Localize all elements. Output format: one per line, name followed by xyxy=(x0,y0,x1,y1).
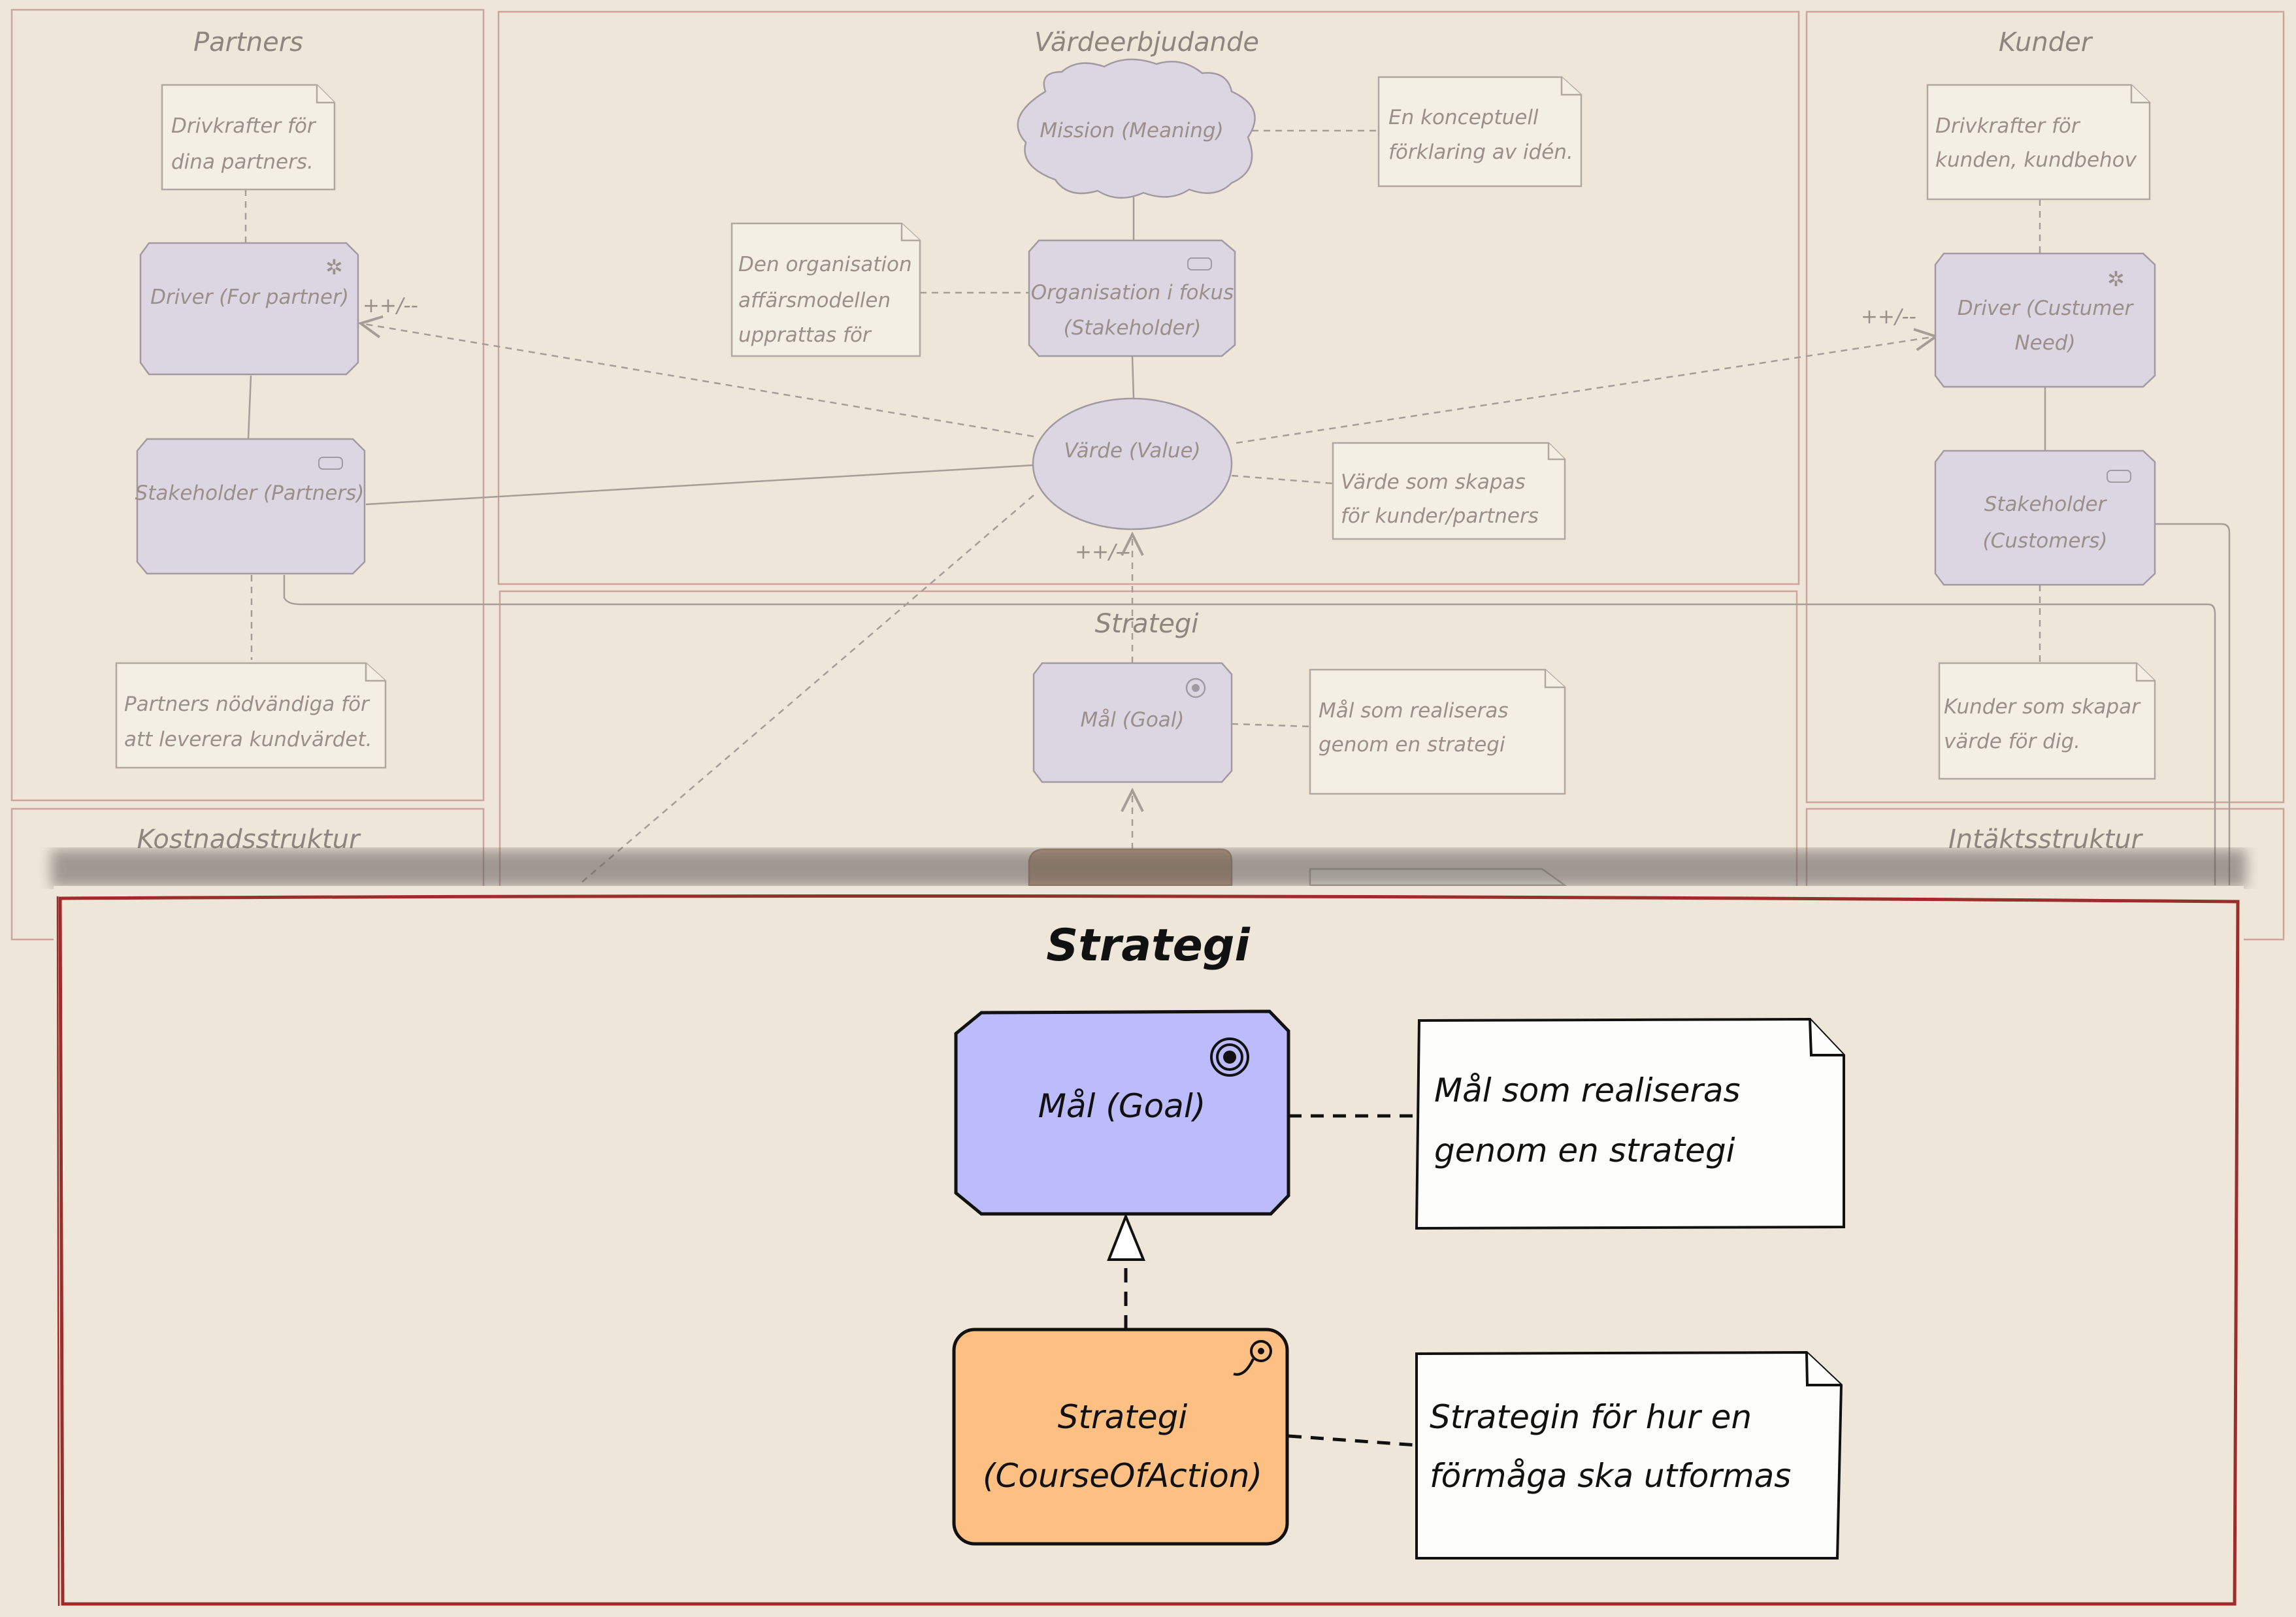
goal-icon xyxy=(1210,1037,1249,1077)
goal-note-line-1: Mål som realiseras xyxy=(1434,1071,1741,1109)
svg-text:dina partners.: dina partners. xyxy=(171,150,314,174)
lane-customers xyxy=(1805,10,2285,804)
strategy-element[interactable]: Strategi (CourseOfAction) xyxy=(952,1328,1289,1546)
svg-text:Värde som skapas: Värde som skapas xyxy=(1341,470,1526,494)
goal-small: Mål (Goal) xyxy=(1032,662,1233,783)
svg-text:En konceptuell: En konceptuell xyxy=(1388,106,1539,129)
lane-title-value-proposition: Värdeerbjudande xyxy=(1034,27,1259,57)
lane-value-proposition xyxy=(497,10,1800,585)
lane-title-strategy: Strategi xyxy=(1095,609,1199,639)
svg-text:Värde (Value): Värde (Value) xyxy=(1064,439,1200,463)
driver-icon: ✲ xyxy=(2107,267,2125,291)
svg-text:värde för dig.: värde för dig. xyxy=(1944,730,2080,753)
svg-text:förklaring av idén.: förklaring av idén. xyxy=(1388,140,1573,164)
value-note: Värde som skapas för kunder/partners xyxy=(1332,442,1566,540)
strategy-note-line-1: Strategin för hur en xyxy=(1430,1398,1752,1436)
strategy-note: Strategin för hur en förmåga ska utforma… xyxy=(1415,1350,1843,1560)
goal-label: Mål (Goal) xyxy=(1038,1087,1205,1125)
svg-text:Stakeholder: Stakeholder xyxy=(1984,493,2108,516)
svg-text:Mål som realiseras: Mål som realiseras xyxy=(1319,699,1509,723)
stakeholder-icon xyxy=(2107,470,2131,483)
zoom-overlay: Strategi Mål (Goal) Mål som realiseras g… xyxy=(51,849,2246,1617)
svg-text:för kunder/partners: för kunder/partners xyxy=(1341,504,1539,528)
strategy-note-line-2: förmåga ska utformas xyxy=(1430,1457,1791,1495)
goal-note-small: Mål som realiseras genom en strategi xyxy=(1309,668,1566,795)
svg-text:Den organisation: Den organisation xyxy=(738,253,912,276)
mission-cloud: Mission (Meaning) xyxy=(1017,58,1256,199)
customer-driver: Driver (Custumer Need) ✲ xyxy=(1934,252,2156,388)
svg-text:att leverera kundvärdet.: att leverera kundvärdet. xyxy=(124,728,372,751)
organisation-stakeholder: Organisation i fokus (Stakeholder) xyxy=(1028,239,1236,357)
stakeholder-icon xyxy=(1187,257,1212,270)
partner-driver-note: Drivkrafter för dina partners. xyxy=(161,84,336,191)
strategy-label-line-2: (CourseOfAction) xyxy=(983,1457,1262,1495)
customer-note: Kunder som skapar värde för dig. xyxy=(1938,662,2156,780)
goal-note-line-2: genom en strategi xyxy=(1434,1132,1735,1169)
svg-text:Need): Need) xyxy=(2014,331,2075,355)
goal-note: Mål som realiseras genom en strategi xyxy=(1415,1017,1845,1230)
goal-element[interactable]: Mål (Goal) xyxy=(954,1009,1290,1216)
partner-driver: Driver (For partner) ✲ xyxy=(139,242,359,376)
strategy-label-line-1: Strategi xyxy=(1058,1398,1188,1436)
course-of-action-icon xyxy=(1233,1340,1272,1376)
influence-label-value: ++/-- xyxy=(1075,540,1130,564)
svg-text:Organisation i fokus: Organisation i fokus xyxy=(1031,281,1234,304)
influence-label-customer: ++/-- xyxy=(1861,305,1916,329)
stakeholder-icon xyxy=(318,457,343,470)
svg-text:Partners nödvändiga för: Partners nödvändiga för xyxy=(124,693,370,716)
svg-text:Driver (For partner): Driver (For partner) xyxy=(150,286,349,309)
influence-label-partner: ++/-- xyxy=(363,294,418,318)
svg-text:(Customers): (Customers) xyxy=(1983,529,2108,553)
svg-text:kunden, kundbehov: kunden, kundbehov xyxy=(1935,148,2137,172)
driver-icon: ✲ xyxy=(325,255,343,280)
svg-text:Stakeholder (Partners): Stakeholder (Partners) xyxy=(135,482,365,505)
svg-text:Drivkrafter för: Drivkrafter för xyxy=(171,114,317,138)
lane-title-partners: Partners xyxy=(193,27,303,57)
svg-text:upprattas för: upprattas för xyxy=(738,323,872,347)
lane-partners xyxy=(10,8,485,802)
svg-text:Mission (Meaning): Mission (Meaning) xyxy=(1040,119,1223,142)
svg-text:Kunder som skapar: Kunder som skapar xyxy=(1944,695,2141,719)
organisation-note: Den organisation affärsmodellen uppratta… xyxy=(730,222,921,357)
svg-text:Driver (Custumer: Driver (Custumer xyxy=(1958,297,2135,320)
svg-text:genom en strategi: genom en strategi xyxy=(1319,733,1505,757)
goal-icon xyxy=(1185,678,1206,698)
partner-stakeholder: Stakeholder (Partners) xyxy=(135,438,366,575)
customer-driver-note: Drivkrafter för kunden, kundbehov xyxy=(1926,84,2151,201)
svg-text:affärsmodellen: affärsmodellen xyxy=(738,289,891,312)
partner-note: Partners nödvändiga för att leverera kun… xyxy=(115,662,387,769)
realization-arrowhead xyxy=(1107,1213,1145,1261)
mission-note: En konceptuell förklaring av idén. xyxy=(1377,76,1583,188)
lane-title-customers: Kunder xyxy=(1999,27,2093,57)
svg-text:(Stakeholder): (Stakeholder) xyxy=(1064,316,1202,340)
value-ellipse: Värde (Value) xyxy=(1032,397,1233,531)
background-diagram: Partners Värdeerbjudande Kunder Strategi… xyxy=(10,8,2285,941)
customer-stakeholder: Stakeholder (Customers) xyxy=(1934,449,2156,586)
svg-text:Drivkrafter för: Drivkrafter för xyxy=(1935,114,2081,138)
svg-text:Mål (Goal): Mål (Goal) xyxy=(1081,708,1185,732)
zoom-title: Strategi xyxy=(1046,920,1251,972)
